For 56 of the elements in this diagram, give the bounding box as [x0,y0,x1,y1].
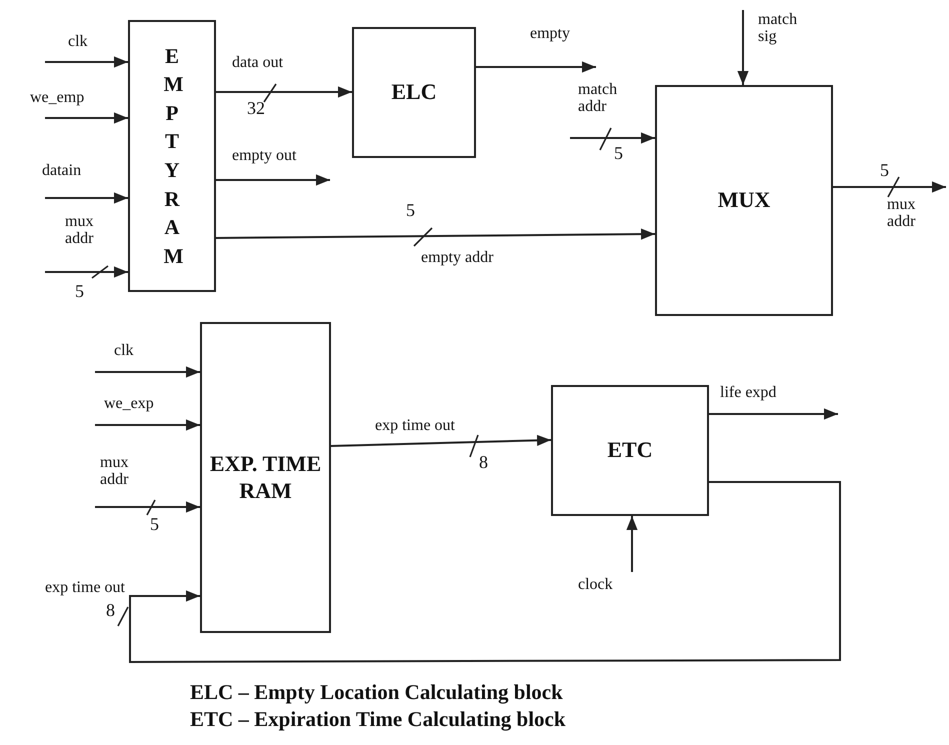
arrow [95,419,200,431]
signal-label: mux addr [887,197,916,231]
bus-width-number: 32 [247,98,265,119]
block-label: ETC [607,437,653,464]
signal-label: life expd [720,385,776,402]
arrow [45,266,128,278]
arrow [216,86,352,98]
arrow [330,434,552,447]
block-box [551,385,709,516]
signal-label: datain [42,163,82,180]
signal-label: clk [114,343,134,360]
bus-width-number: 8 [479,452,488,473]
block-label: EXP. TIME RAM [208,451,322,504]
signal-label: mux addr [100,455,130,489]
block-box [352,27,476,158]
arrow [626,516,638,572]
signal-label: empty out [232,148,296,165]
arrow [45,112,128,124]
legend-note: ETC – Expiration Time Calculating block [190,707,566,732]
signal-label: we_exp [104,396,154,413]
signal-label: we_emp [30,90,84,107]
bus-width-number: 5 [150,514,159,535]
block-box [128,20,216,292]
signal-label: data out [232,55,284,72]
arrow [833,181,946,193]
signal-label: empty [530,26,570,43]
signal-label: match addr [578,82,618,116]
bus-width-number: 5 [880,160,889,181]
arrow [570,132,655,144]
arrow [45,192,128,204]
arrow [216,228,655,240]
signal-label: exp time out [45,580,125,597]
block-label: MUX [718,187,770,214]
bus-width-number: 5 [75,281,84,302]
bus-width-number: 5 [406,200,415,221]
signal-label: exp time out [375,418,455,435]
arrow [45,56,128,68]
block-label: ELC [391,79,437,106]
block-box [655,85,833,316]
signal-label: match sig [758,12,798,46]
signal-label: mux addr [65,214,94,248]
arrow [737,10,749,85]
arrow [95,501,200,513]
signal-label: clock [578,577,613,594]
arrow [476,61,596,73]
bus-width-number: 5 [614,143,623,164]
arrow [95,366,200,378]
arrow [709,408,838,420]
block-box [200,322,331,633]
bus-width-number: 8 [106,600,115,621]
signal-label: empty addr [421,250,494,267]
legend-note: ELC – Empty Location Calculating block [190,680,563,705]
block-label: EMPTY RAM [164,42,180,270]
signal-label: clk [68,34,88,51]
arrow [216,174,330,186]
arrow [129,481,841,663]
